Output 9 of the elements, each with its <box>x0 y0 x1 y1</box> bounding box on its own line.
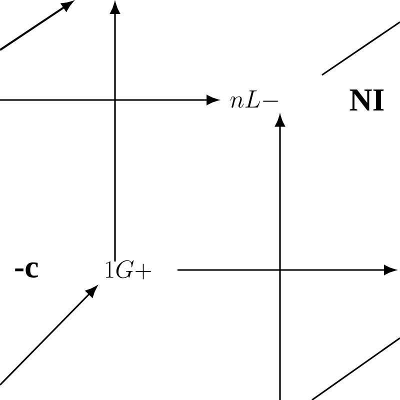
node-label: $1G+$ <box>106 260 152 280</box>
node-label: $nL-$ <box>230 90 278 108</box>
arrow <box>0 286 98 386</box>
node-label: -c <box>15 262 38 278</box>
arrow <box>177 265 396 275</box>
arrow <box>0 95 218 105</box>
arrow <box>275 115 285 400</box>
node-label: NI <box>350 90 384 110</box>
arrow <box>110 2 120 262</box>
